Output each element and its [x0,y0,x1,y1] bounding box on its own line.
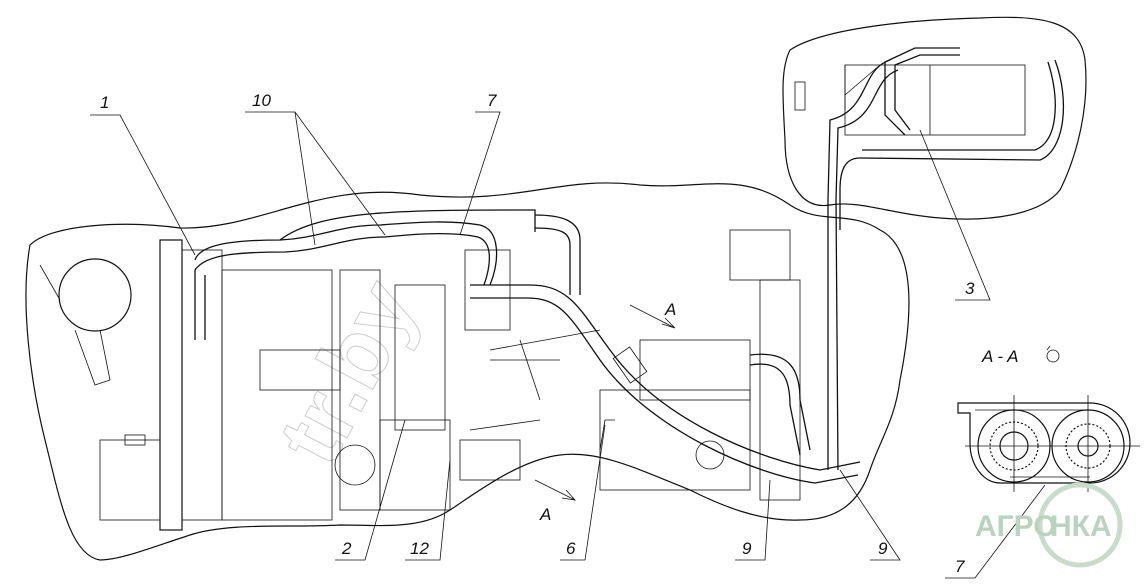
section-arrow-bottom [534,479,577,501]
pulley-bracket [394,284,446,431]
fan-hub [58,258,132,332]
callout-3: 3 [965,279,975,298]
callout-1: 1 [100,93,109,112]
section-view [957,395,1140,492]
break-outline-main [25,182,910,561]
callout-7-section: 7 [955,557,965,576]
engine-block [221,269,333,521]
callout-9-a: 9 [742,539,752,558]
callout-12: 12 [410,539,429,558]
callout-10: 10 [252,91,271,110]
svg-text:tr.by: tr.by [259,265,437,480]
hose-vertical-left [827,59,891,470]
radiator [159,239,183,531]
section-mark-top: A [664,300,676,319]
watermark: tr.by [259,264,438,480]
hose-upper [194,214,581,295]
section-arrow-top [629,304,676,329]
break-outline-cab [782,16,1087,220]
hose-lower-left [194,270,206,340]
hose-diagonal [470,284,861,471]
leader-lines [90,111,1046,579]
section-title: A - A [981,347,1019,366]
svg-text:АГРО: АГРО [975,510,1057,543]
section-mark-bottom: A [539,505,551,524]
cab-seal [839,59,1065,230]
callout-7-top: 7 [487,91,497,110]
callout-2: 2 [341,539,352,558]
callout-9-b: 9 [878,539,888,558]
injection-pump [639,339,751,401]
rotate-icon [1046,345,1060,363]
svg-text:НКА: НКА [1050,510,1112,543]
callout-6: 6 [566,539,576,558]
fuel-pump [459,439,521,481]
agronka-logo: АГРО НКА [975,482,1123,568]
